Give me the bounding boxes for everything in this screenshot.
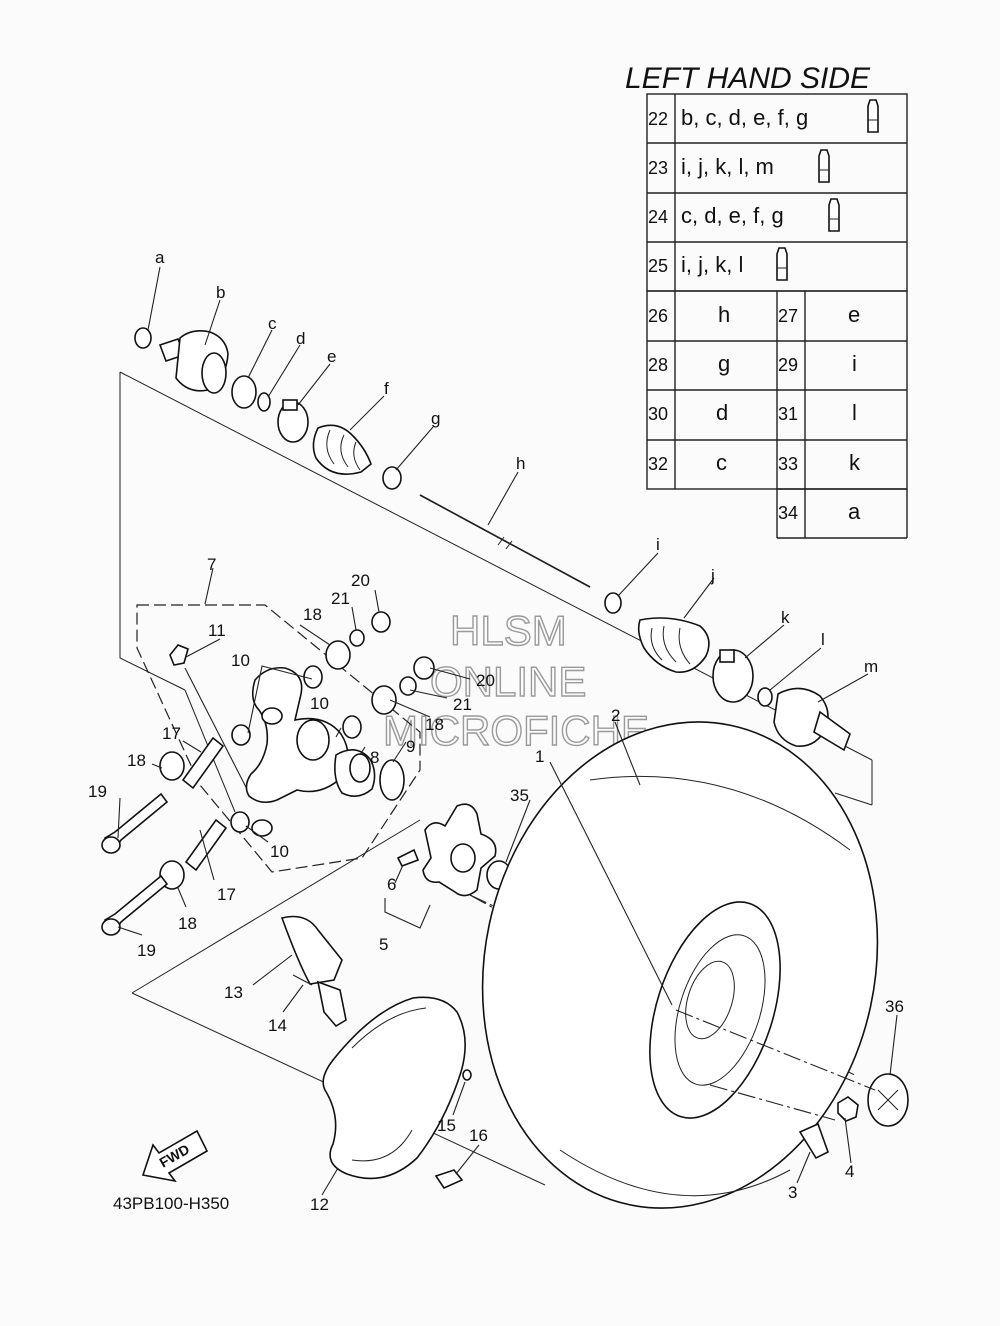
pair-num-28: 28 xyxy=(648,355,668,375)
fwd-arrow-icon: FWD xyxy=(141,1129,209,1183)
grease-tube-icon xyxy=(818,149,830,183)
callout-18b: 18 xyxy=(178,914,197,933)
callout-18a: 18 xyxy=(127,751,146,770)
kit-num-22: 22 xyxy=(648,109,668,129)
callout-j: j xyxy=(710,566,715,585)
callout-10c: 10 xyxy=(270,842,289,861)
pair-num-34: 34 xyxy=(778,503,798,523)
callout-36: 36 xyxy=(885,997,904,1016)
pair-val-31: l xyxy=(852,400,857,425)
callout-e: e xyxy=(327,347,336,366)
callout-g: g xyxy=(431,409,440,428)
callout-13: 13 xyxy=(224,983,243,1002)
callout-35: 35 xyxy=(510,786,529,805)
grease-tube-icon xyxy=(828,198,840,232)
callout-3: 3 xyxy=(788,1183,797,1202)
svg-text:MICROFICHE: MICROFICHE xyxy=(383,707,649,754)
drive-shaft-assembly xyxy=(134,327,851,752)
callout-15: 15 xyxy=(437,1116,456,1135)
pair-val-33: k xyxy=(849,450,861,475)
kit-num-24: 24 xyxy=(648,207,668,227)
callout-labels: a b c d e f g h i j k l m 1 2 3 4 5 6 7 … xyxy=(88,248,904,1214)
callout-9: 9 xyxy=(406,737,415,756)
pair-val-27: e xyxy=(848,302,860,327)
grease-tube-icon xyxy=(776,247,788,281)
diagram-code: 43PB100-H350 xyxy=(113,1194,229,1213)
callout-a: a xyxy=(155,248,165,267)
svg-text:ONLINE: ONLINE xyxy=(430,658,586,705)
callout-m: m xyxy=(864,657,878,676)
callout-20b: 20 xyxy=(476,671,495,690)
callout-b: b xyxy=(216,283,225,302)
callout-10a: 10 xyxy=(231,651,250,670)
callout-16: 16 xyxy=(469,1126,488,1145)
pair-num-31: 31 xyxy=(778,404,798,424)
callout-k: k xyxy=(781,608,790,627)
callout-c: c xyxy=(268,314,277,333)
callout-14: 14 xyxy=(268,1016,287,1035)
drive-shaft xyxy=(419,494,591,588)
callout-i: i xyxy=(656,535,660,554)
pair-val-28: g xyxy=(718,351,730,376)
pair-num-26: 26 xyxy=(648,306,668,326)
kit-num-23: 23 xyxy=(648,158,668,178)
callout-f: f xyxy=(384,379,389,398)
callout-17b: 17 xyxy=(217,885,236,904)
callout-20a: 20 xyxy=(351,571,370,590)
pair-num-32: 32 xyxy=(648,454,668,474)
side-title: LEFT HAND SIDE xyxy=(625,62,871,95)
callout-21b: 21 xyxy=(453,695,472,714)
callout-19a: 19 xyxy=(88,782,107,801)
pair-num-27: 27 xyxy=(778,306,798,326)
callout-8: 8 xyxy=(370,748,379,767)
svg-text:HLSM: HLSM xyxy=(450,607,567,654)
pair-num-33: 33 xyxy=(778,454,798,474)
callout-5: 5 xyxy=(379,935,388,954)
callout-19b: 19 xyxy=(137,941,156,960)
kit-table: 22 b, c, d, e, f, g 23 i, j, k, l, m 24 … xyxy=(646,93,908,539)
kit-num-25: 25 xyxy=(648,256,668,276)
callout-21a: 21 xyxy=(331,589,350,608)
pair-val-34: a xyxy=(848,499,861,524)
callout-17a: 17 xyxy=(162,724,181,743)
callout-1: 1 xyxy=(535,747,544,766)
leader-lines xyxy=(117,266,898,1196)
wheel-assembly xyxy=(481,721,909,1209)
pair-num-29: 29 xyxy=(778,355,798,375)
callout-10b: 10 xyxy=(310,694,329,713)
kit-value-23: i, j, k, l, m xyxy=(681,154,774,179)
pair-val-30: d xyxy=(716,400,728,425)
callout-2: 2 xyxy=(611,706,620,725)
callout-18c: 18 xyxy=(303,605,322,624)
watermark: HLSM ONLINE MICROFICHE xyxy=(382,606,649,754)
kit-value-22: b, c, d, e, f, g xyxy=(681,105,808,130)
callout-11: 11 xyxy=(208,621,226,640)
pair-val-29: i xyxy=(852,351,857,376)
pair-val-26: h xyxy=(718,302,730,327)
pair-val-32: c xyxy=(716,450,727,475)
collars-and-bolts xyxy=(101,736,228,936)
kit-value-24: c, d, e, f, g xyxy=(681,203,784,228)
callout-d: d xyxy=(296,329,305,348)
kit-value-25: i, j, k, l xyxy=(681,252,743,277)
callout-18d: 18 xyxy=(425,715,444,734)
callout-l: l xyxy=(821,630,825,649)
callout-6: 6 xyxy=(387,875,396,894)
callout-4: 4 xyxy=(845,1162,854,1181)
disc-guard-assembly xyxy=(280,915,472,1190)
pair-num-30: 30 xyxy=(648,404,668,424)
callout-7: 7 xyxy=(207,555,216,574)
grease-tube-icon xyxy=(867,99,879,133)
callout-12: 12 xyxy=(310,1195,329,1214)
callout-h: h xyxy=(516,454,525,473)
knuckle-group-outline xyxy=(136,604,421,873)
